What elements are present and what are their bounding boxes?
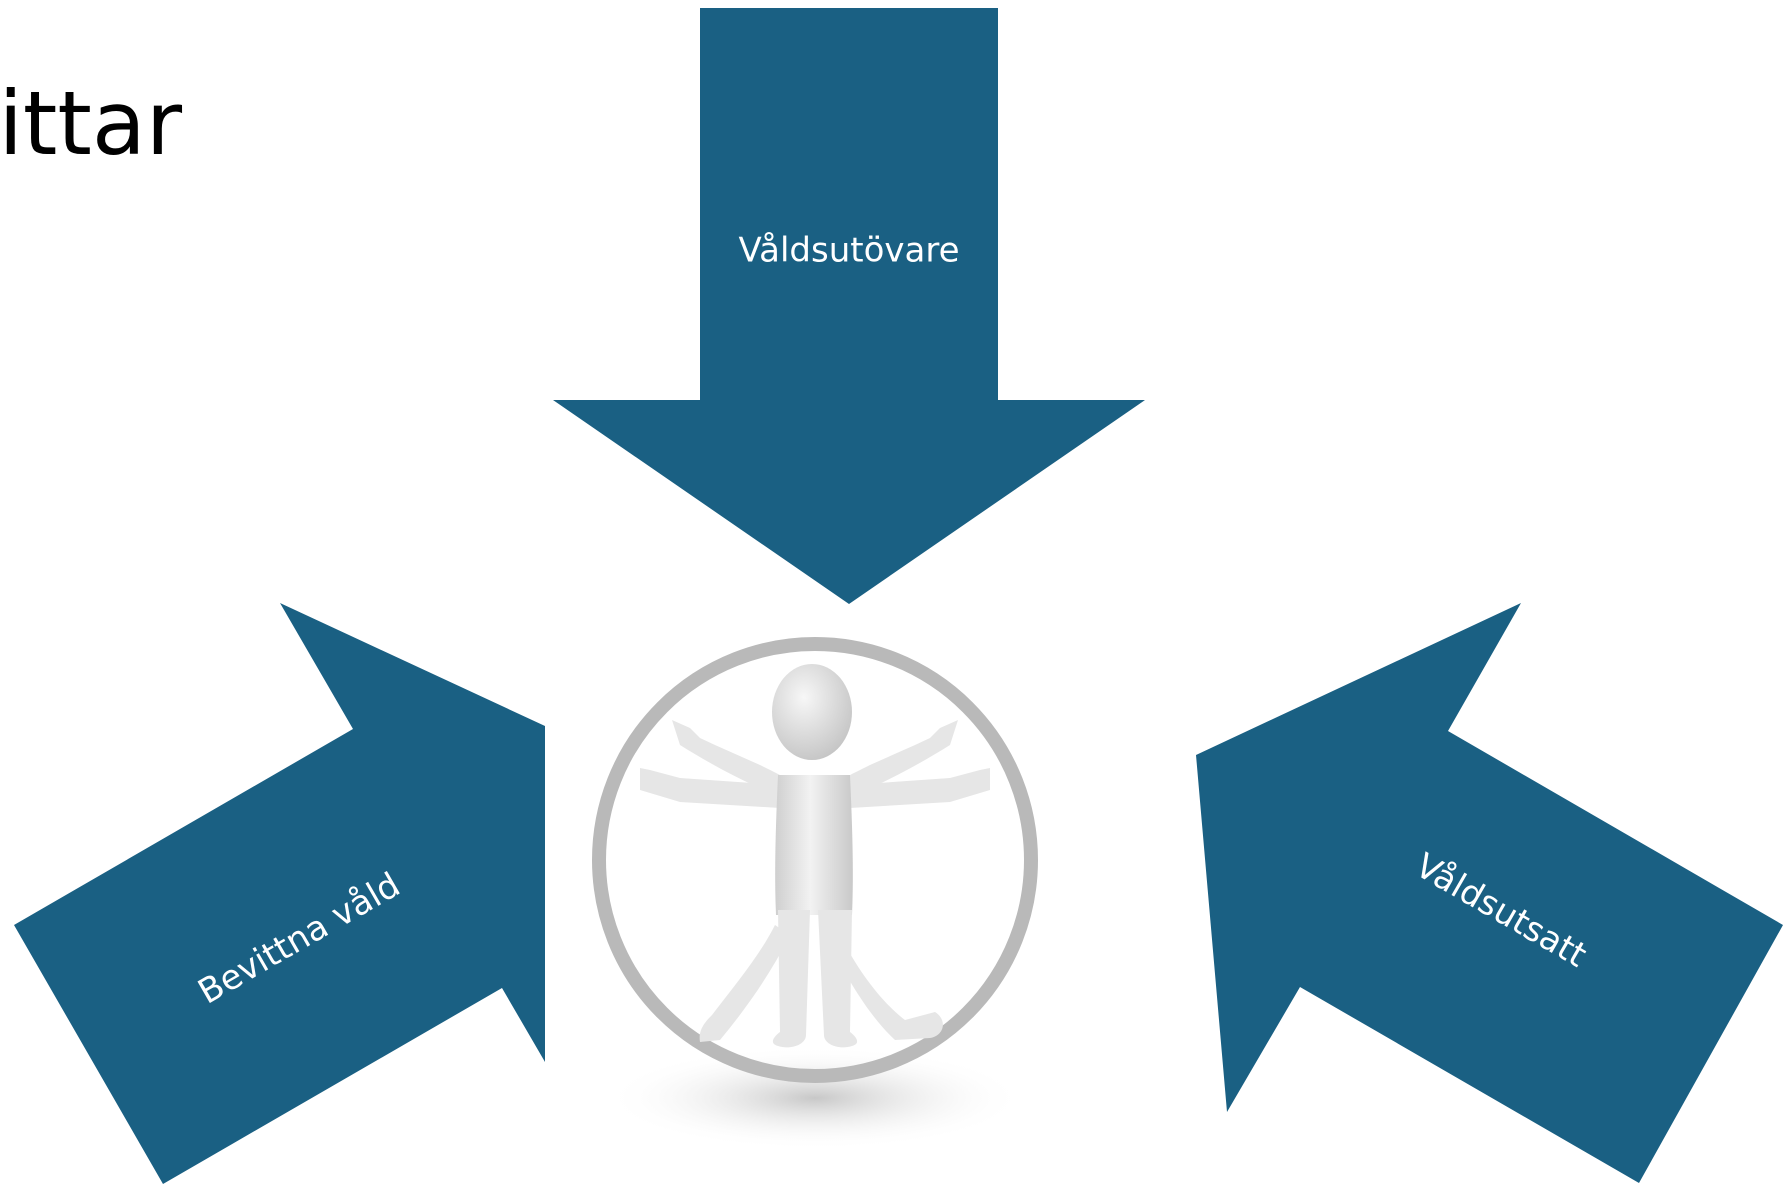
arrow-top-shape	[553, 8, 1145, 604]
figure-head	[772, 664, 852, 760]
slide-title: ittar	[0, 72, 182, 175]
figure-spread-leg-right	[825, 935, 943, 1040]
figure-ring	[592, 637, 1038, 1083]
arrow-left: Bevittna våld	[14, 603, 545, 1184]
figure-leg-right	[818, 910, 858, 1048]
figure-spread-leg-left	[699, 925, 790, 1042]
figure-raised-arm-left	[672, 720, 800, 800]
arrow-top: Våldsutövare	[553, 8, 1145, 604]
figure-leg-left	[772, 910, 810, 1048]
figure-raised-arm-right	[830, 720, 958, 800]
vitruvian-figure-icon	[592, 637, 1038, 1150]
arrow-left-shape	[14, 603, 545, 1184]
arrow-top-label: Våldsutövare	[739, 231, 960, 271]
arrow-right-shape	[1196, 603, 1783, 1183]
arrow-right: Våldsutsatt	[1196, 603, 1783, 1183]
figure-torso	[775, 775, 853, 915]
figure-shadow	[605, 1046, 1025, 1150]
